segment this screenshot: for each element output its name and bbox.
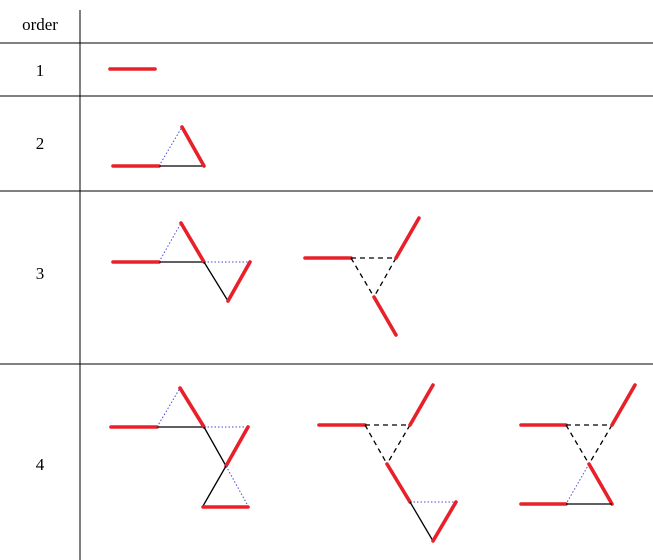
diagram-order-4-b	[317, 383, 458, 543]
edge-red	[408, 383, 435, 427]
edge-red	[179, 221, 206, 264]
edge-black	[203, 426, 227, 467]
row-label-4: 4	[36, 455, 45, 474]
edge-red	[178, 386, 206, 429]
diagram-order-4-c	[519, 383, 637, 506]
edge-dotted	[158, 222, 182, 263]
edge-red	[372, 295, 398, 337]
edge-dotted	[225, 465, 249, 507]
row-label-1: 1	[36, 61, 45, 80]
diagram-order-3-b	[303, 216, 421, 337]
diagram-order-3-a	[111, 221, 252, 303]
edge-dotted	[565, 463, 590, 505]
edge-dotted	[158, 126, 183, 167]
edge-red	[610, 383, 637, 427]
edge-dashed	[350, 257, 375, 298]
edge-red	[226, 260, 252, 303]
edge-red	[224, 425, 250, 468]
edge-black	[203, 261, 229, 302]
diagram-order-4-a	[109, 386, 250, 509]
edge-black	[409, 501, 434, 542]
edge-dashed	[588, 424, 613, 465]
diagram-order-2	[111, 125, 206, 168]
edge-red	[431, 500, 458, 543]
header-label: order	[22, 15, 58, 34]
edge-red	[394, 216, 421, 260]
edge-red	[587, 462, 614, 506]
edge-dashed	[364, 424, 388, 465]
row-label-2: 2	[36, 134, 45, 153]
edge-black	[202, 465, 227, 507]
edge-red	[385, 462, 412, 504]
edge-dashed	[565, 424, 590, 465]
edge-red	[180, 125, 206, 168]
table-grid	[0, 10, 653, 560]
row-label-3: 3	[36, 264, 45, 283]
edge-dashed	[386, 424, 411, 465]
edge-dotted	[156, 387, 181, 428]
edge-dashed	[373, 257, 397, 298]
